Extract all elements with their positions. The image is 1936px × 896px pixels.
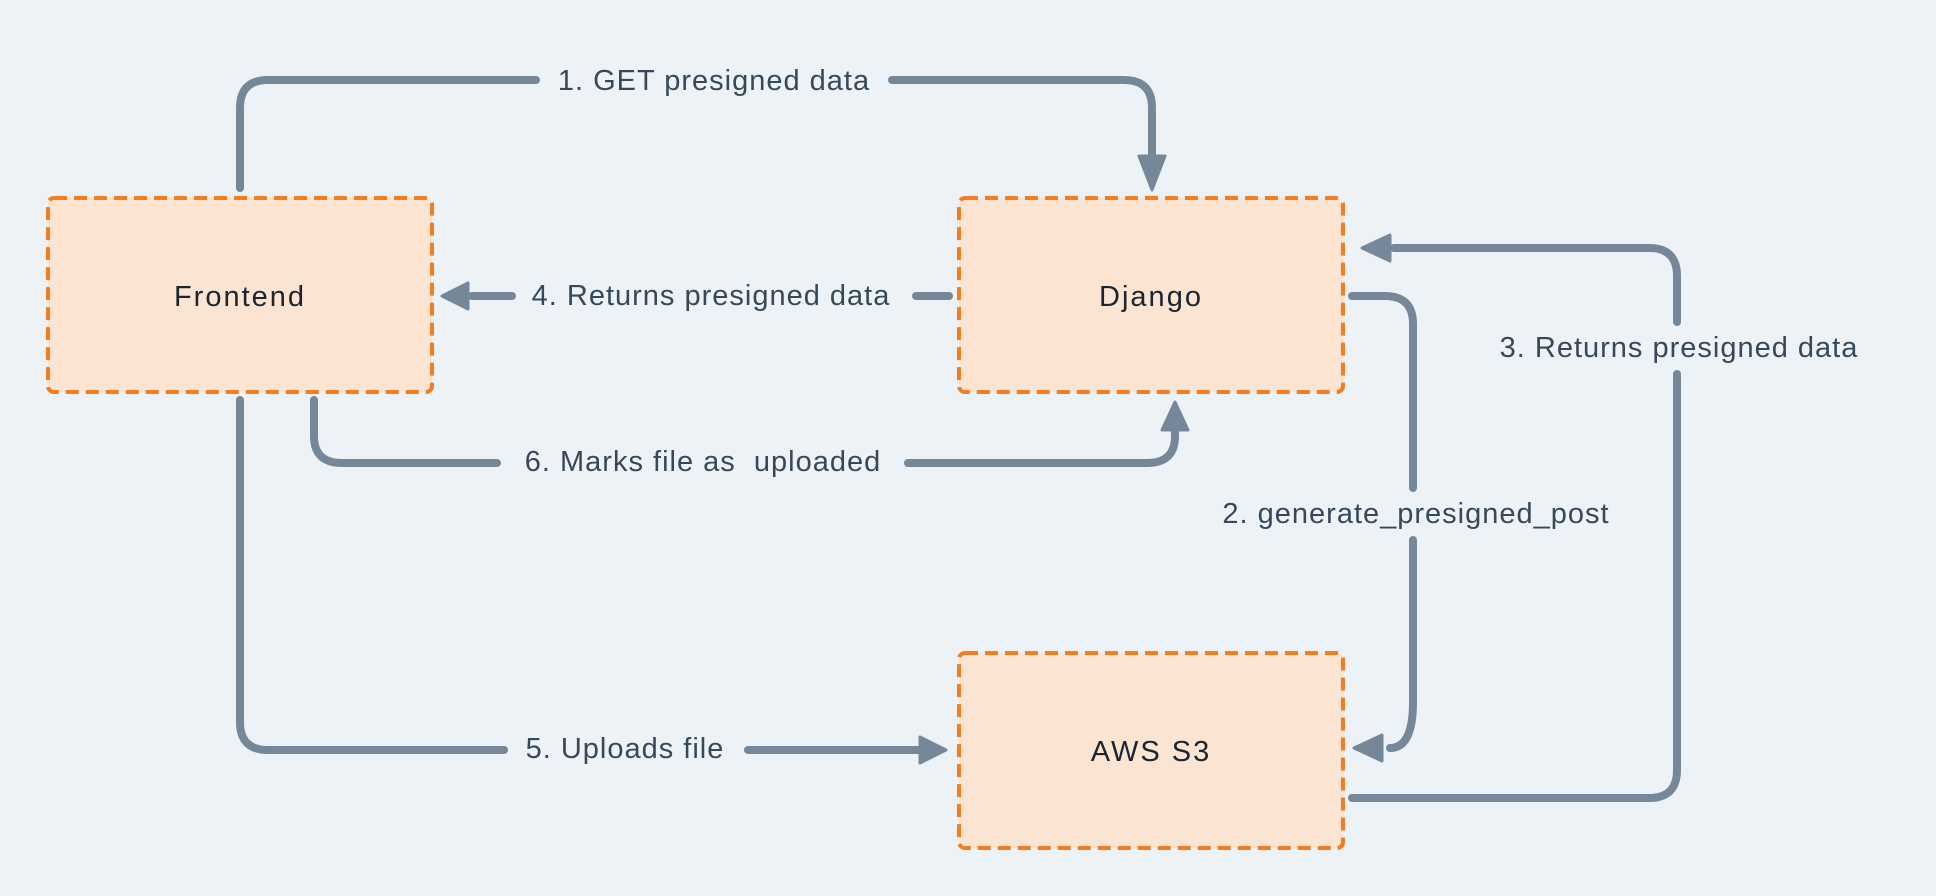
flow-2-generate-presigned-post: 2. generate_presigned_post xyxy=(1222,292,1609,763)
flow-3-label: 3. Returns presigned data xyxy=(1500,332,1859,364)
flow-6-connector-start xyxy=(310,396,501,467)
flow-1-arrowhead xyxy=(1137,154,1167,192)
flow-6-connector-end xyxy=(904,424,1179,467)
flow-6-marks-file-uploaded: 6. Marks file as uploaded xyxy=(310,396,1190,478)
flow-1-label: 1. GET presigned data xyxy=(558,65,870,97)
node-aws-s3: AWS S3 xyxy=(957,651,1345,850)
flow-2-connector-start xyxy=(1348,292,1417,492)
flow-3-returns-presigned-data: 3. Returns presigned data xyxy=(1348,233,1859,802)
node-aws-s3-box xyxy=(957,651,1345,850)
node-django-box xyxy=(957,196,1345,394)
flow-6-arrowhead xyxy=(1160,400,1190,432)
flow-5-uploads-file: 5. Uploads file xyxy=(236,396,948,765)
flow-1-connector-start xyxy=(236,76,540,192)
flow-5-arrowhead xyxy=(918,735,948,765)
node-frontend-label: Frontend xyxy=(174,281,306,313)
node-frontend: Frontend xyxy=(46,196,434,394)
node-django: Django xyxy=(957,196,1345,394)
node-django-label: Django xyxy=(1099,281,1203,313)
flow-3-connector-end xyxy=(1390,244,1681,326)
flow-2-connector-end xyxy=(1386,536,1417,752)
node-frontend-box xyxy=(46,196,434,394)
flow-4-returns-presigned-data: 4. Returns presigned data xyxy=(440,280,953,312)
flow-2-label: 2. generate_presigned_post xyxy=(1222,498,1609,530)
flow-3-connector-start xyxy=(1348,370,1681,802)
flow-1-connector-end xyxy=(888,76,1156,162)
flow-2-arrowhead xyxy=(1352,733,1384,763)
flow-3-arrowhead xyxy=(1360,233,1392,263)
flow-1-get-presigned-data: 1. GET presigned data xyxy=(236,65,1167,192)
flow-6-label: 6. Marks file as uploaded xyxy=(525,446,881,478)
node-aws-s3-label: AWS S3 xyxy=(1091,736,1212,768)
flow-4-arrowhead xyxy=(440,281,470,311)
flow-5-connector-start xyxy=(236,396,508,754)
flow-5-label: 5. Uploads file xyxy=(526,733,725,765)
flow-4-label: 4. Returns presigned data xyxy=(532,280,891,312)
